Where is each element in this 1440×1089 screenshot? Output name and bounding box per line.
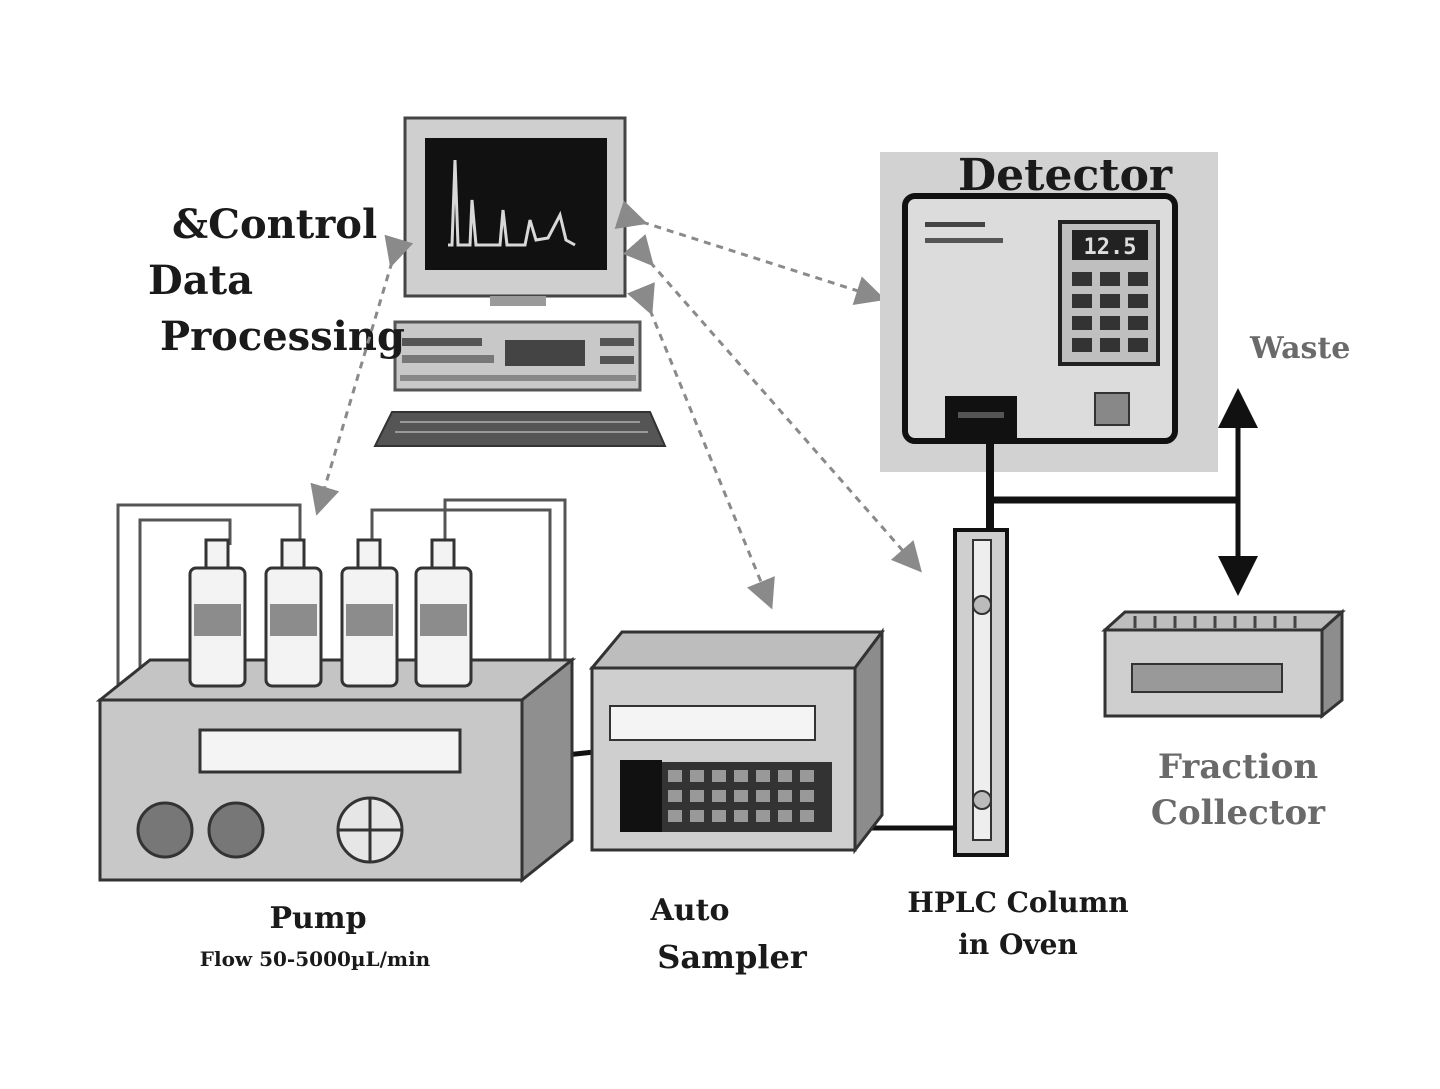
- label-pump-line2: Flow 50-5000µL/min: [200, 947, 431, 971]
- label-pump-line1: Pump: [269, 901, 366, 936]
- label-detector: Detector: [958, 150, 1173, 201]
- computer-monitor: [403, 116, 627, 306]
- label-hplc-line2: in Oven: [958, 928, 1078, 961]
- label-control: &Control: [172, 201, 377, 248]
- detector-flow-cell: [945, 396, 1017, 442]
- label-data: Data: [148, 257, 253, 304]
- fraction-collector: [1101, 608, 1346, 720]
- detector-button: [1094, 392, 1130, 426]
- hplc-column: [953, 528, 1009, 857]
- label-fraction-line2: Collector: [1151, 793, 1326, 833]
- signal-lines: [310, 200, 922, 610]
- chromatogram-icon: [448, 159, 576, 247]
- detector-keypad: 12.5: [1058, 220, 1160, 366]
- label-auto-line1: Auto: [650, 893, 730, 928]
- computer: [373, 116, 667, 447]
- detector: Detector 12.5: [880, 150, 1218, 472]
- detector-readout: 12.5: [1084, 235, 1137, 260]
- solvent-bottles: [188, 538, 473, 688]
- label-waste: Waste: [1249, 331, 1350, 366]
- keyboard: [373, 411, 667, 447]
- auto-sampler: [588, 627, 885, 855]
- pump: [95, 498, 577, 884]
- label-fraction-line1: Fraction: [1158, 747, 1318, 787]
- label-hplc-line1: HPLC Column: [907, 886, 1128, 919]
- computer-cpu: [393, 320, 642, 392]
- label-auto-line2: Sampler: [657, 938, 808, 976]
